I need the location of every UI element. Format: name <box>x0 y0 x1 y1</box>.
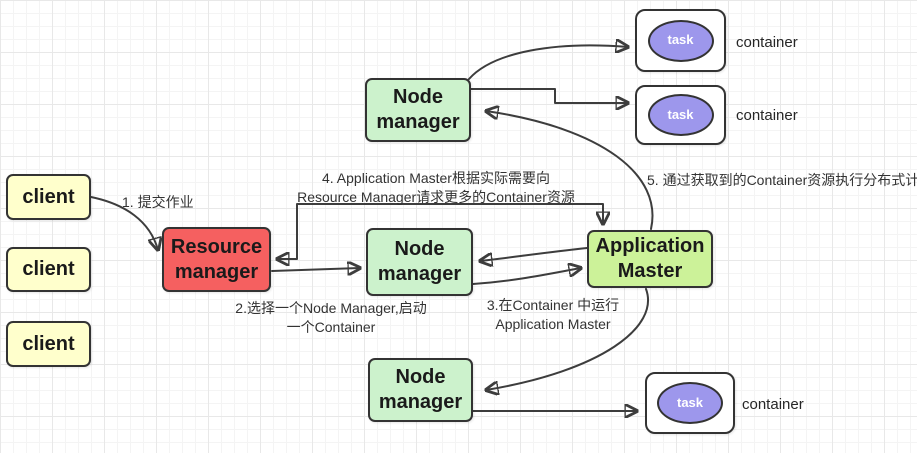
task-ellipse-1: task <box>647 19 714 62</box>
container-caption-2: container <box>736 107 798 124</box>
annotation-step2-line2: 一个Container <box>286 319 376 336</box>
client-node-2: client <box>6 247 91 292</box>
container-caption-1: container <box>736 34 798 51</box>
task-ellipse-2: task <box>647 94 714 136</box>
annotation-step1: 1. 提交作业 <box>122 194 194 210</box>
annotation-step4-line2: Resource Manager请求更多的Container资源 <box>297 189 575 206</box>
container-caption-3: container <box>742 396 804 413</box>
node-manager-bottom-label: Node manager <box>378 366 463 413</box>
task-label-2: task <box>667 106 694 122</box>
client-node-1-label: client <box>22 185 75 208</box>
arrow-node-manager-mid-to-application-master <box>472 268 581 285</box>
resource-manager-label: Resource manager <box>170 235 263 283</box>
node-manager-bottom: Node manager <box>368 358 473 422</box>
task-label-3: task <box>676 394 704 410</box>
annotation-step3-line2: Application Master <box>495 316 611 333</box>
node-manager-top: Node manager <box>365 78 471 142</box>
arrow-resource-manager-to-node-manager <box>271 268 360 271</box>
annotation-step4-line1: 4. Application Master根据实际需要向 <box>322 170 550 186</box>
annotation-step2: 2.选择一个Node Manager,启动 一个Container <box>231 299 431 337</box>
node-manager-top-label: Node manager <box>376 86 460 133</box>
container-box-1: task <box>635 9 726 72</box>
client-node-1: client <box>6 174 91 220</box>
container-box-2: task <box>635 85 726 145</box>
client-node-2-label: client <box>22 258 75 280</box>
client-node-3: client <box>6 321 91 367</box>
node-manager-middle: Node manager <box>366 228 473 296</box>
annotation-step3-line1: 3.在Container 中运行 <box>486 297 620 313</box>
application-master-node: Application Master <box>587 230 713 288</box>
client-node-3-label: client <box>22 332 75 355</box>
annotation-step2-line1: 2.选择一个Node Manager,启动 <box>235 300 427 316</box>
annotation-step4: 4. Application Master根据实际需要向 Resource Ma… <box>295 169 577 207</box>
task-label-1: task <box>667 32 694 48</box>
task-ellipse-3: task <box>657 382 723 424</box>
node-manager-middle-label: Node manager <box>377 238 462 285</box>
container-box-3: task <box>645 372 735 434</box>
annotation-step3: 3.在Container 中运行 Application Master <box>478 296 628 334</box>
annotation-step5: 5. 通过获取到的Container资源执行分布式计算 <box>647 172 917 188</box>
arrow-node-manager-top-to-container-1 <box>468 45 628 80</box>
arrow-node-manager-top-to-container-2 <box>470 88 628 103</box>
resource-manager-node: Resource manager <box>162 227 271 292</box>
application-master-label: Application Master <box>595 235 705 282</box>
arrow-application-master-to-node-manager-mid <box>480 247 588 261</box>
